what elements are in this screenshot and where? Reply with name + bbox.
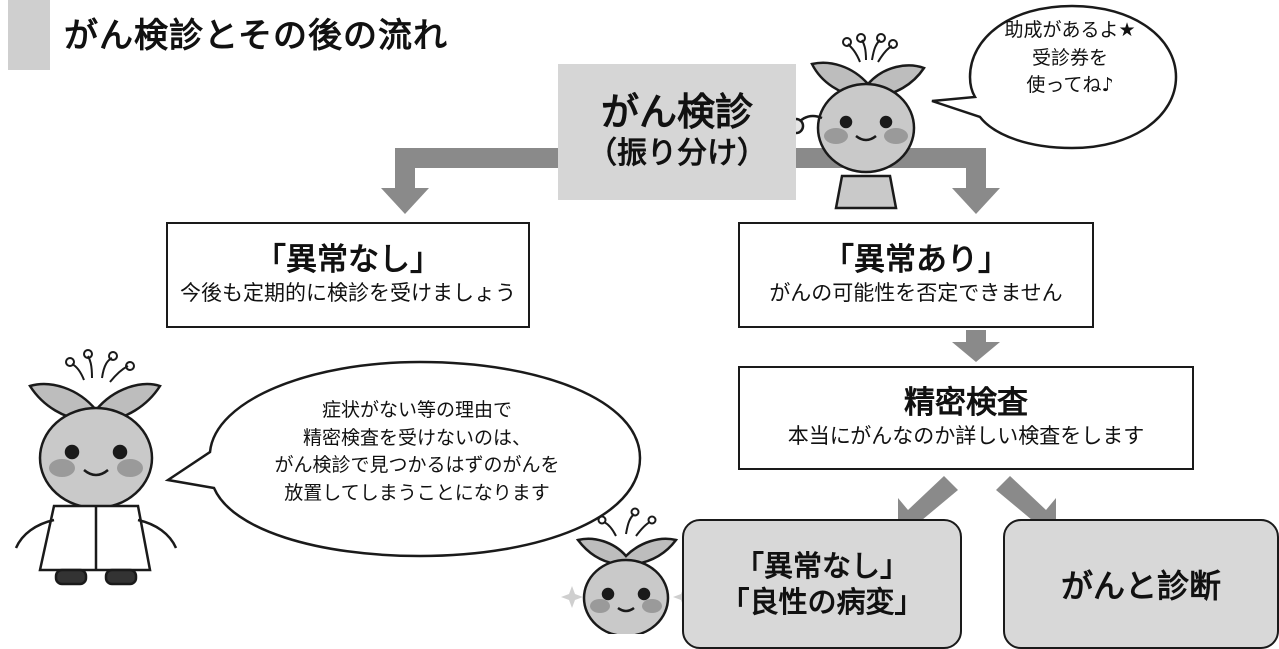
no-abnormality-text: 今後も定期的に検診を受けましょう (180, 280, 516, 305)
screening-title: がん検診 (600, 89, 753, 134)
result-cancer-label: がんと診断 (1060, 567, 1221, 605)
doctor-mascot-icon (14, 349, 178, 586)
detailed-exam-box: 精密検査 本当にがんなのか詳しい検査をします (738, 366, 1194, 470)
bubble-top-line: 受診券を (1031, 46, 1108, 69)
no-abnormality-heading: 「異常なし」 (255, 241, 441, 278)
result-benign-box: 「異常なし」 「良性の病変」 (682, 519, 962, 649)
mascot-sparkle-icon (561, 507, 695, 634)
arrow-to-detailed-exam (952, 330, 1000, 362)
abnormality-heading: 「異常あり」 (823, 241, 1009, 278)
arrow-to-no-abnormality (381, 148, 560, 214)
page-title: がん検診とその後の流れ (64, 16, 448, 56)
bubble-left-line: 放置してしまうことになります (284, 481, 550, 504)
abnormality-box: 「異常あり」 がんの可能性を否定できません (738, 222, 1094, 328)
result-cancer-box: がんと診断 (1003, 519, 1279, 649)
title-accent-bar (8, 0, 50, 70)
speech-bubble-left-text: 症状がない等の理由で 精密検査を受けないのは、 がん検診で見つかるはずのがんを … (232, 397, 602, 507)
diagram-graphics (14, 4, 1178, 634)
speech-bubble-top-text: 助成があるよ★ 受診券を 使ってね♪ (975, 17, 1165, 100)
bubble-top-line: 使ってね♪ (1026, 74, 1114, 97)
screening-box: がん検診 （振り分け） (558, 64, 796, 200)
detailed-exam-heading: 精密検査 (904, 384, 1028, 421)
speech-bubble-left (164, 360, 642, 558)
result-benign-line2: 「良性の病変」 (720, 585, 924, 619)
bubble-top-line: 助成があるよ★ (1004, 19, 1136, 41)
bubble-left-line: 精密検査を受けないのは、 (302, 426, 531, 449)
bubble-left-line: 症状がない等の理由で (321, 399, 512, 421)
arrow-to-cancer (996, 476, 1056, 532)
result-benign-line1: 「異常なし」 (734, 548, 909, 583)
detailed-exam-text: 本当にがんなのか詳しい検査をします (787, 423, 1145, 448)
abnormality-text: がんの可能性を否定できません (769, 280, 1063, 305)
arrow-to-benign (898, 476, 958, 532)
screening-subtitle: （振り分け） (587, 136, 767, 172)
no-abnormality-box: 「異常なし」 今後も定期的に検診を受けましょう (166, 222, 530, 328)
mascot-waving-icon (787, 33, 926, 210)
speech-bubble-top (931, 4, 1178, 150)
bubble-left-line: がん検診で見つかるはずのがんを (274, 454, 560, 477)
